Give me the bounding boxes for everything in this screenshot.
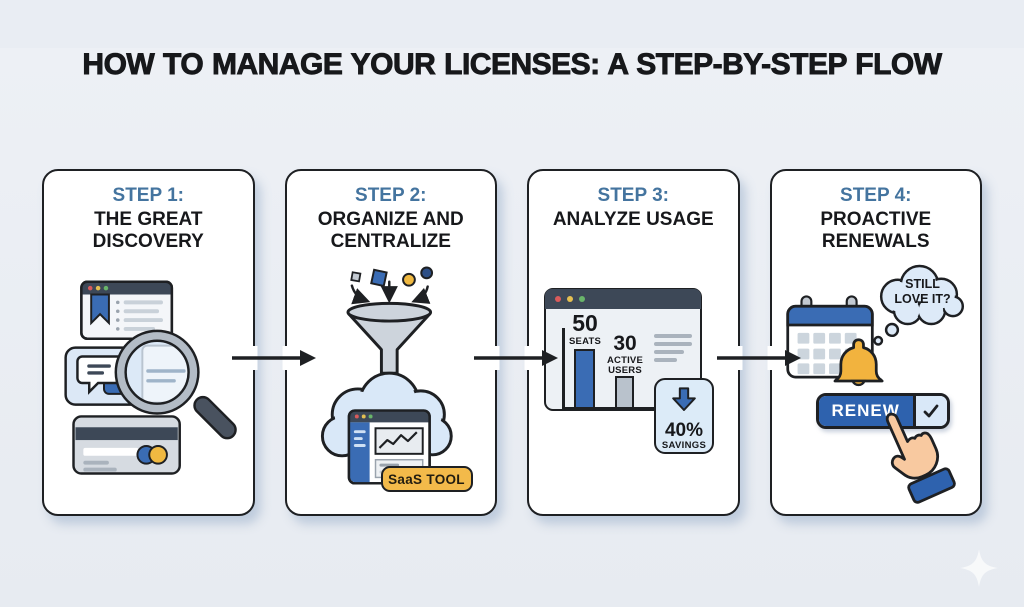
- active-users-bar: [615, 376, 634, 407]
- step-1-title: THE GREAT DISCOVERY: [92, 208, 204, 252]
- sparkle-icon: [960, 549, 998, 587]
- flow-arrow-icon: [716, 346, 801, 370]
- x-axis: [562, 407, 686, 410]
- seats-caption: 50 SEATS: [560, 312, 610, 347]
- steps-flow: STEP 1: THE GREAT DISCOVERY: [42, 169, 982, 516]
- page-title: HOW TO MANAGE YOUR LICENSES: A STEP-BY-S…: [82, 48, 943, 82]
- green-dot-icon: [579, 296, 585, 302]
- flow-arrow-icon: [474, 346, 558, 370]
- funnel-arrows-icon: [350, 280, 430, 305]
- thought-dots-icon: [872, 322, 899, 346]
- seats-value: 50: [572, 310, 598, 336]
- thought-bubble-icon: [879, 264, 964, 326]
- step-card-2: STEP 2: ORGANIZE AND CENTRALIZE: [284, 169, 497, 516]
- savings-label: SAVINGS: [661, 440, 707, 451]
- step-card-4: STEP 4: PROACTIVE RENEWALS: [769, 169, 982, 516]
- red-dot-icon: [555, 296, 561, 302]
- credit-card-icon: [72, 415, 181, 475]
- step-2-label: STEP 2:: [355, 185, 427, 206]
- seats-label: SEATS: [569, 336, 601, 347]
- y-axis: [562, 328, 565, 410]
- bell-icon: [833, 338, 884, 387]
- step-4-label: STEP 4:: [840, 185, 912, 206]
- step-2-illustration: SaaS TOOL: [287, 253, 496, 515]
- savings-value: 40%: [664, 420, 704, 441]
- step-4-illustration: STILL LOVE IT? RENEW: [772, 253, 981, 515]
- step-3-header: STEP 3: ANALYZE USAGE: [529, 171, 738, 231]
- step-2-header: STEP 2: ORGANIZE AND CENTRALIZE: [287, 171, 496, 253]
- discovery-scene-icon: [64, 280, 237, 475]
- step-4-title: PROACTIVE RENEWALS: [820, 208, 932, 252]
- step-3-label: STEP 3:: [597, 185, 669, 206]
- check-box: [912, 396, 947, 426]
- falling-shapes-icon: [349, 266, 433, 288]
- savings-badge: 40% SAVINGS: [654, 378, 714, 454]
- saas-tool-badge: SaaS TOOL: [380, 466, 473, 492]
- step-4-header: STEP 4: PROACTIVE RENEWALS: [772, 171, 981, 253]
- yellow-dot-icon: [567, 296, 573, 302]
- browser-window-icon: [80, 280, 174, 340]
- step-3-illustration: 50 SEATS 30 ACTIVE USERS: [529, 253, 738, 515]
- renew-button[interactable]: RENEW: [815, 393, 950, 429]
- savings-down-arrow-icon: [672, 387, 696, 411]
- active-users-caption: 30 ACTIVE USERS: [601, 333, 649, 375]
- text-lines-icon: [654, 334, 692, 366]
- active-users-label: ACTIVE USERS: [606, 355, 644, 376]
- step-2-title: ORGANIZE AND CENTRALIZE: [317, 208, 464, 252]
- funnel-icon: [346, 301, 432, 375]
- seats-bar: [574, 349, 595, 407]
- step-3-title: ANALYZE USAGE: [552, 208, 714, 230]
- step-1-illustration: [44, 253, 253, 515]
- step-1-label: STEP 1:: [112, 185, 184, 206]
- step-card-3: STEP 3: ANALYZE USAGE 50 SEATS 30: [527, 169, 740, 516]
- window-header: [545, 289, 701, 309]
- check-icon: [923, 404, 939, 418]
- flow-arrow-icon: [231, 346, 316, 370]
- magnifying-glass-icon: [114, 329, 237, 440]
- renewals-scene-icon: [785, 264, 964, 387]
- thought-bubble-text: STILL LOVE IT?: [894, 277, 951, 306]
- pointing-hand-icon: [885, 412, 956, 504]
- bookmark-icon: [90, 293, 110, 326]
- step-card-1: STEP 1: THE GREAT DISCOVERY: [42, 169, 255, 516]
- list-lines-icon: [115, 300, 164, 331]
- active-users-value: 30: [613, 332, 637, 355]
- renew-button-label: RENEW: [818, 396, 913, 426]
- centralize-scene-icon: [320, 266, 453, 485]
- infographic-canvas: HOW TO MANAGE YOUR LICENSES: A STEP-BY-S…: [0, 48, 1024, 607]
- step-1-header: STEP 1: THE GREAT DISCOVERY: [44, 171, 253, 253]
